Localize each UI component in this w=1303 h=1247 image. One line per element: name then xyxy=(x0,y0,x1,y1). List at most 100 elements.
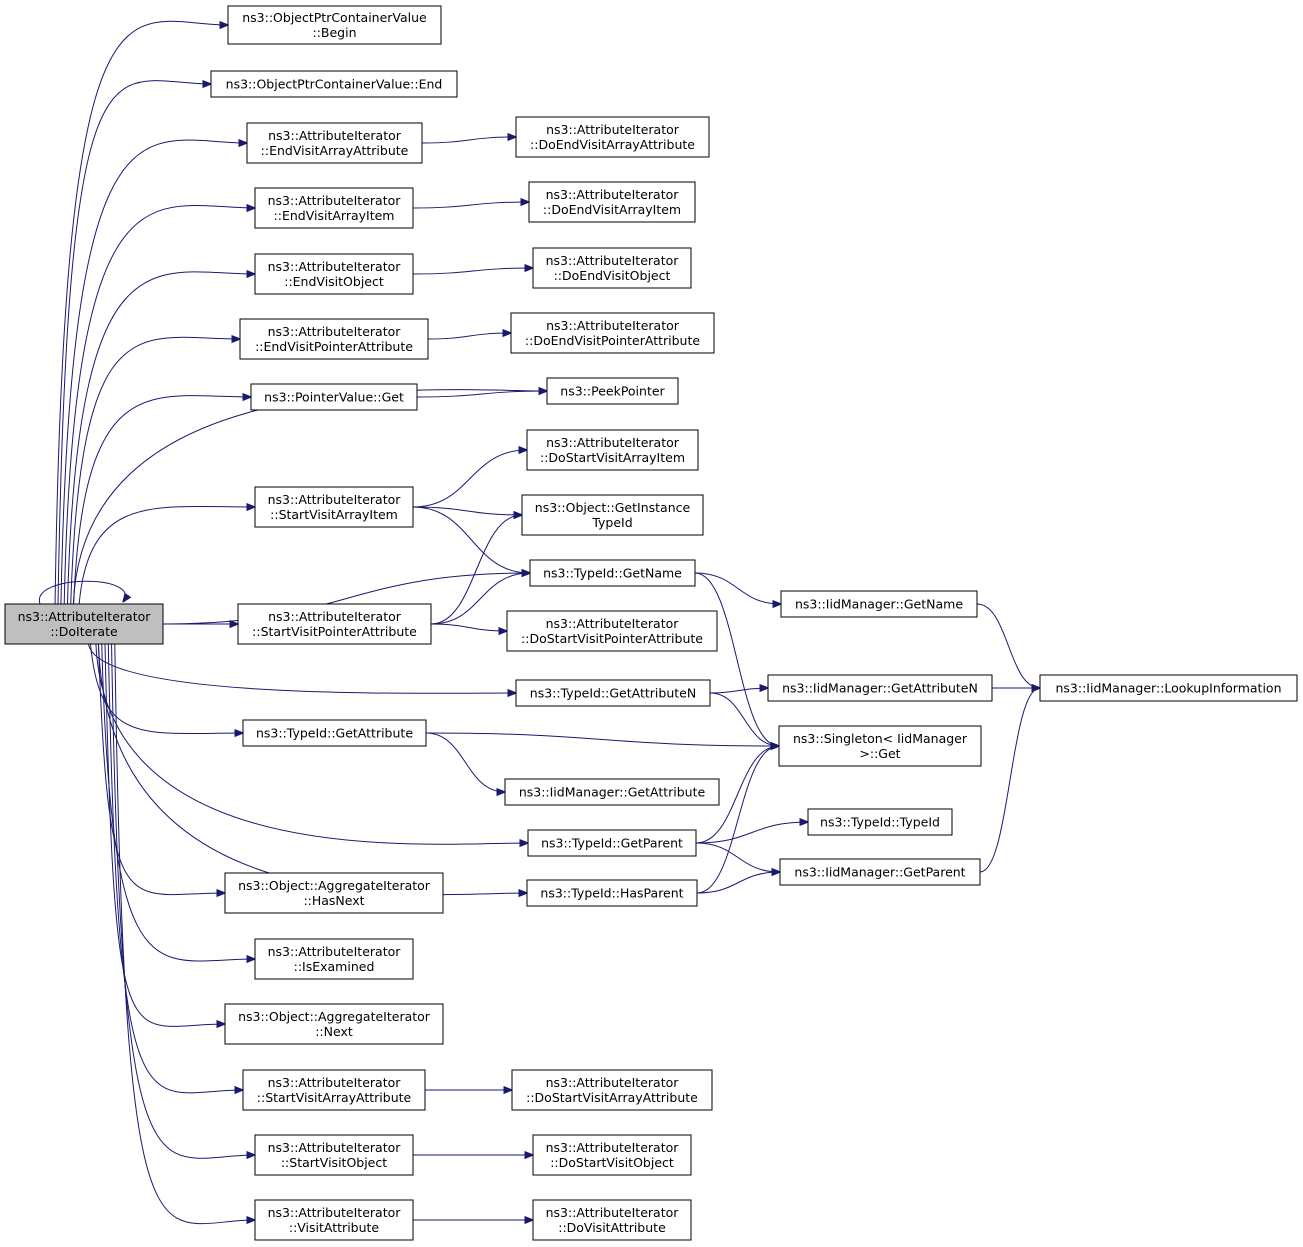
call-edge-getparent-to-singleton xyxy=(695,746,779,844)
node-iidgetattrn[interactable]: ns3::IidManager::GetAttributeN xyxy=(767,674,993,702)
node-label-line: ::DoStartVisitArrayItem xyxy=(540,450,685,465)
node-box xyxy=(254,938,414,980)
node-label-line: ns3::AttributeIterator xyxy=(546,616,680,631)
node-box xyxy=(528,181,696,223)
node-label-line: ns3::Object::AggregateIterator xyxy=(238,1009,431,1024)
node-devaa[interactable]: ns3::AttributeIterator::DoEndVisitArrayA… xyxy=(515,116,710,158)
node-box xyxy=(224,872,444,914)
node-box xyxy=(246,122,423,164)
node-box xyxy=(778,725,982,767)
node-label-line: ns3::Singleton< IidManager xyxy=(793,731,968,746)
node-box xyxy=(526,429,699,471)
node-evo[interactable]: ns3::AttributeIterator::EndVisitObject xyxy=(254,253,414,295)
call-edge-iidgetparent-to-lookup xyxy=(979,688,1040,873)
node-label-line: ns3::PointerValue::Get xyxy=(264,390,404,405)
node-devpa[interactable]: ns3::AttributeIterator::DoEndVisitPointe… xyxy=(510,312,715,354)
call-edge-doiterate-to-end xyxy=(57,81,211,605)
node-isexamined[interactable]: ns3::AttributeIterator::IsExamined xyxy=(254,938,414,980)
node-end[interactable]: ns3::ObjectPtrContainerValue::End xyxy=(210,70,458,98)
call-edge-getattr-to-iidgetattr xyxy=(425,732,505,792)
node-iidgetparent[interactable]: ns3::IidManager::GetParent xyxy=(779,858,981,886)
node-box xyxy=(254,486,414,528)
call-edge-doiterate-to-svaa xyxy=(107,643,243,1093)
node-devo[interactable]: ns3::AttributeIterator::DoEndVisitObject xyxy=(532,247,692,289)
node-iidgetname[interactable]: ns3::IidManager::GetName xyxy=(780,590,978,618)
node-label-line: ns3::AttributeIterator xyxy=(546,318,680,333)
node-getattrn[interactable]: ns3::TypeId::GetAttributeN xyxy=(515,679,711,707)
call-edge-doiterate-to-next xyxy=(104,643,225,1026)
node-label-line: ::EndVisitArrayItem xyxy=(274,208,395,223)
node-label-line: ns3::ObjectPtrContainerValue xyxy=(242,10,427,25)
node-label-line: >::Get xyxy=(859,746,900,761)
node-svai[interactable]: ns3::AttributeIterator::StartVisitArrayI… xyxy=(254,486,414,528)
call-edge-iidgetname-to-lookup xyxy=(976,603,1040,688)
function-nodes: ns3::AttributeIterator::DoIteratens3::Ob… xyxy=(4,5,1298,1241)
node-evpa[interactable]: ns3::AttributeIterator::EndVisitPointerA… xyxy=(239,318,429,360)
node-va[interactable]: ns3::AttributeIterator::VisitAttribute xyxy=(254,1199,414,1241)
node-dsvaa[interactable]: ns3::AttributeIterator::DoStartVisitArra… xyxy=(511,1069,713,1111)
node-label-line: ns3::AttributeIterator xyxy=(268,193,402,208)
call-edge-doiterate-to-hasparent xyxy=(97,643,527,895)
node-label-line: ns3::AttributeIterator xyxy=(546,253,680,268)
node-pvget[interactable]: ns3::PointerValue::Get xyxy=(250,383,418,411)
node-evaa[interactable]: ns3::AttributeIterator::EndVisitArrayAtt… xyxy=(246,122,423,164)
node-box xyxy=(779,858,981,886)
node-label-line: ns3::TypeId::GetParent xyxy=(541,836,683,851)
node-label-line: ::Begin xyxy=(312,25,356,40)
node-dsvo[interactable]: ns3::AttributeIterator::DoStartVisitObje… xyxy=(532,1134,692,1176)
node-label-line: ns3::AttributeIterator xyxy=(18,609,152,624)
call-edge-hasparent-to-singleton xyxy=(696,746,779,894)
node-evai[interactable]: ns3::AttributeIterator::EndVisitArrayIte… xyxy=(254,187,414,229)
call-edge-doiterate-to-getparent xyxy=(95,643,528,844)
call-edge-doiterate-to-isexamined xyxy=(101,643,255,961)
call-edge-evpa-to-devpa xyxy=(427,333,511,340)
node-singleton[interactable]: ns3::Singleton< IidManager>::Get xyxy=(778,725,982,767)
node-hasnext[interactable]: ns3::Object::AggregateIterator::HasNext xyxy=(224,872,444,914)
node-dva[interactable]: ns3::AttributeIterator::DoVisitAttribute xyxy=(532,1199,692,1241)
call-edge-getattrn-to-singleton xyxy=(709,692,779,746)
node-box xyxy=(515,116,710,158)
call-edge-doiterate-to-getattrn xyxy=(87,643,516,693)
node-begin[interactable]: ns3::ObjectPtrContainerValue::Begin xyxy=(227,5,442,45)
call-edge-getattrn-to-iidgetattrn xyxy=(709,688,768,694)
node-label-line: ns3::PeekPointer xyxy=(560,384,665,399)
node-label-line: ns3::AttributeIterator xyxy=(546,122,680,137)
node-svpa[interactable]: ns3::AttributeIterator::StartVisitPointe… xyxy=(237,603,432,645)
node-devai[interactable]: ns3::AttributeIterator::DoEndVisitArrayI… xyxy=(528,181,696,223)
node-label-line: ns3::TypeId::GetName xyxy=(543,566,682,581)
node-label-line: ::DoEndVisitPointerAttribute xyxy=(525,333,700,348)
node-getname[interactable]: ns3::TypeId::GetName xyxy=(529,559,696,587)
node-box xyxy=(504,778,720,806)
node-label-line: ::Next xyxy=(315,1024,353,1039)
call-edge-doiterate-to-hasnext xyxy=(97,643,225,895)
node-next[interactable]: ns3::Object::AggregateIterator::Next xyxy=(224,1003,444,1045)
node-label-line: ::DoStartVisitPointerAttribute xyxy=(521,631,703,646)
node-label-line: ns3::AttributeIterator xyxy=(268,259,402,274)
node-label-line: ::DoStartVisitObject xyxy=(550,1155,674,1170)
call-edge-evai-to-devai xyxy=(412,202,529,209)
call-edge-doiterate-to-svo xyxy=(111,643,255,1158)
node-dsvpa[interactable]: ns3::AttributeIterator::DoStartVisitPoin… xyxy=(506,610,718,652)
node-getparent[interactable]: ns3::TypeId::GetParent xyxy=(527,829,697,857)
node-doiterate[interactable]: ns3::AttributeIterator::DoIterate xyxy=(4,603,164,645)
node-hasparent[interactable]: ns3::TypeId::HasParent xyxy=(526,879,698,907)
node-label-line: ns3::AttributeIterator xyxy=(268,492,402,507)
node-label-line: ns3::AttributeIterator xyxy=(268,944,402,959)
node-svo[interactable]: ns3::AttributeIterator::StartVisitObject xyxy=(254,1134,414,1176)
node-label-line: ::StartVisitArrayItem xyxy=(270,507,398,522)
node-box xyxy=(254,1134,414,1176)
node-iidgetattr[interactable]: ns3::IidManager::GetAttribute xyxy=(504,778,720,806)
node-typeid[interactable]: ns3::TypeId::TypeId xyxy=(807,808,953,836)
node-box xyxy=(546,377,679,405)
node-getattr[interactable]: ns3::TypeId::GetAttribute xyxy=(242,719,427,747)
node-box xyxy=(210,70,458,98)
node-label-line: ::EndVisitArrayAttribute xyxy=(261,143,409,158)
node-label-line: ns3::Object::GetInstance xyxy=(535,500,691,515)
node-svaa[interactable]: ns3::AttributeIterator::StartVisitArrayA… xyxy=(242,1069,426,1111)
node-label-line: ::EndVisitObject xyxy=(284,274,384,289)
node-peek[interactable]: ns3::PeekPointer xyxy=(546,377,679,405)
node-dsvai[interactable]: ns3::AttributeIterator::DoStartVisitArra… xyxy=(526,429,699,471)
node-lookup[interactable]: ns3::IidManager::LookupInformation xyxy=(1039,674,1298,702)
